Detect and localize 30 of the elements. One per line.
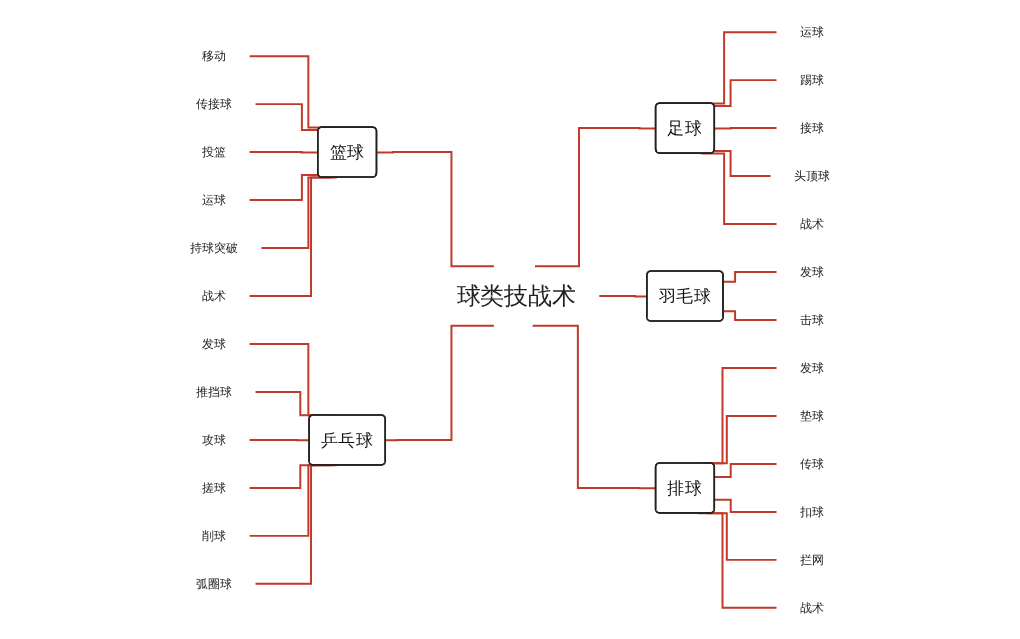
node-text: 运球 — [800, 24, 824, 39]
node-text: 传接球 — [195, 96, 232, 111]
node-text: 运球 — [201, 192, 226, 207]
node-text: 发球 — [201, 336, 226, 351]
node-text: 投篮 — [201, 144, 226, 159]
node-text: 球类技战术 — [456, 281, 576, 310]
connector — [722, 270, 778, 283]
node-text: 拦网 — [800, 552, 824, 567]
node-text: 头顶球 — [794, 168, 830, 183]
node-text: 削球 — [201, 528, 226, 543]
node-text: 攻球 — [201, 432, 226, 447]
connector — [713, 149, 772, 177]
node-text: 战术 — [800, 216, 824, 231]
node-text: 踢球 — [800, 72, 824, 87]
node-text: 击球 — [800, 312, 824, 327]
node-text: 推挡球 — [195, 384, 232, 399]
node-text: 发球 — [800, 264, 824, 279]
node-text: 战术 — [201, 288, 226, 303]
node-text: 弧圈球 — [195, 576, 232, 591]
node-text: 持球突破 — [190, 240, 238, 255]
node-text: 战术 — [800, 600, 824, 615]
connector — [722, 309, 778, 321]
node-text: 移动 — [201, 48, 226, 63]
node-text: 传球 — [800, 456, 824, 471]
node-text: 搓球 — [201, 480, 226, 495]
node-text: 扣球 — [800, 504, 824, 519]
connector — [248, 173, 320, 201]
node-text: 发球 — [800, 360, 824, 375]
node-text: 垫球 — [800, 408, 824, 423]
node-text: 接球 — [800, 120, 824, 135]
